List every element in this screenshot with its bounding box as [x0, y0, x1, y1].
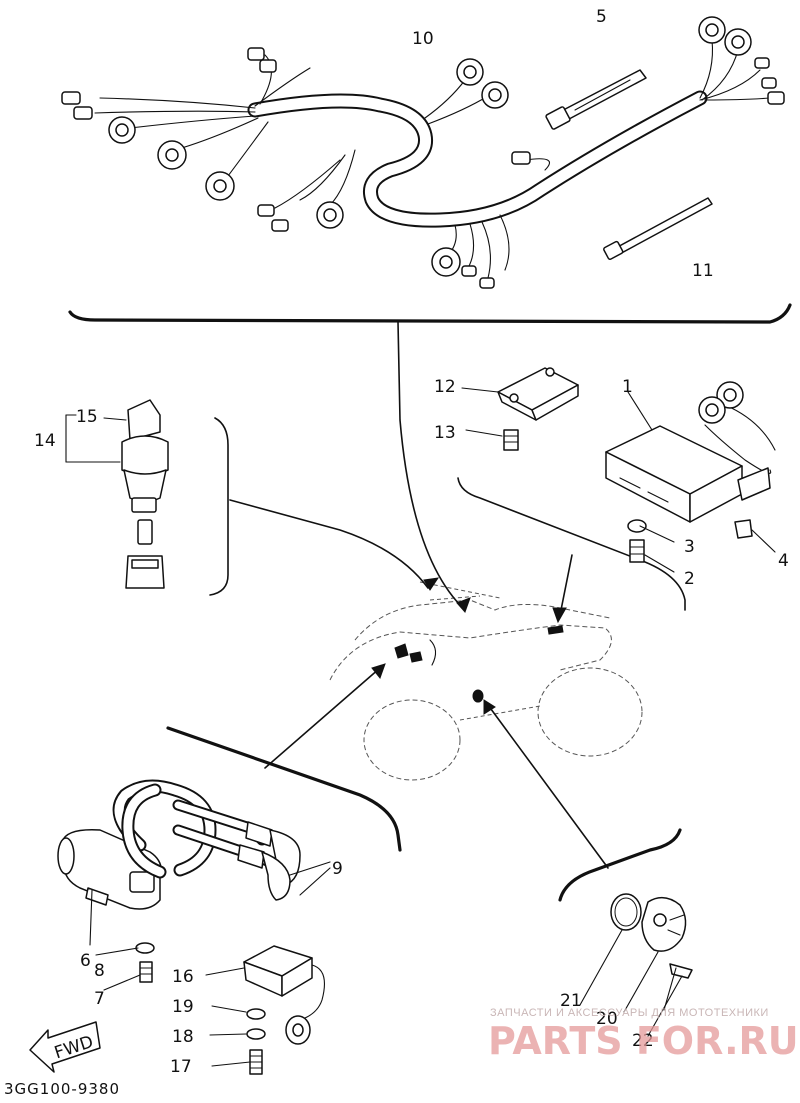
callout-8: 8	[94, 961, 105, 981]
cdi-unit	[605, 381, 776, 573]
rectifier-regulator	[205, 945, 325, 1075]
callout-9: 9	[332, 859, 343, 879]
callout-labels: 1 2 3 4 5 6 7 8 9 10 11 12 13 14 15 16 1…	[34, 7, 789, 1077]
callout-13: 13	[434, 423, 456, 443]
diagram-code: 3GG100-9380	[4, 1080, 120, 1098]
callout-5: 5	[596, 7, 607, 27]
sensor-group	[579, 893, 693, 1037]
callout-16: 16	[172, 967, 194, 987]
callout-15: 15	[76, 407, 98, 427]
callout-3: 3	[684, 537, 695, 557]
main-switch	[121, 399, 169, 589]
vehicle-outline	[329, 581, 643, 781]
relay	[461, 367, 579, 451]
leader-14-15	[65, 414, 127, 463]
callout-11: 11	[692, 261, 714, 281]
pointer-lines	[229, 321, 609, 869]
callout-20: 20	[596, 1009, 618, 1029]
fwd-arrow: FWD	[29, 1021, 101, 1073]
callout-2: 2	[684, 569, 695, 589]
harness-connectors	[61, 16, 785, 289]
callout-14: 14	[34, 431, 56, 451]
callout-17: 17	[170, 1057, 192, 1077]
cable-tie	[603, 197, 713, 260]
callout-7: 7	[94, 989, 105, 1009]
cable-band	[545, 69, 647, 130]
watermark-tagline: ЗАПЧАСТИ И АКСЕССУАРЫ ДЛЯ МОТОТЕХНИКИ	[490, 1007, 769, 1019]
wire-harness	[94, 39, 771, 279]
callout-12: 12	[434, 377, 456, 397]
callout-6: 6	[80, 951, 91, 971]
callout-1: 1	[622, 377, 633, 397]
watermark-brand: PARTS FOR.RU	[488, 1019, 799, 1063]
callout-22: 22	[632, 1031, 654, 1051]
callout-4: 4	[778, 551, 789, 571]
callout-18: 18	[172, 1027, 194, 1047]
ignition-coil	[57, 779, 331, 991]
callout-19: 19	[172, 997, 194, 1017]
watermark: ЗАПЧАСТИ И АКСЕССУАРЫ ДЛЯ МОТОТЕХНИКИ PA…	[488, 1007, 799, 1063]
callout-21: 21	[560, 991, 582, 1011]
callout-10: 10	[412, 29, 434, 49]
